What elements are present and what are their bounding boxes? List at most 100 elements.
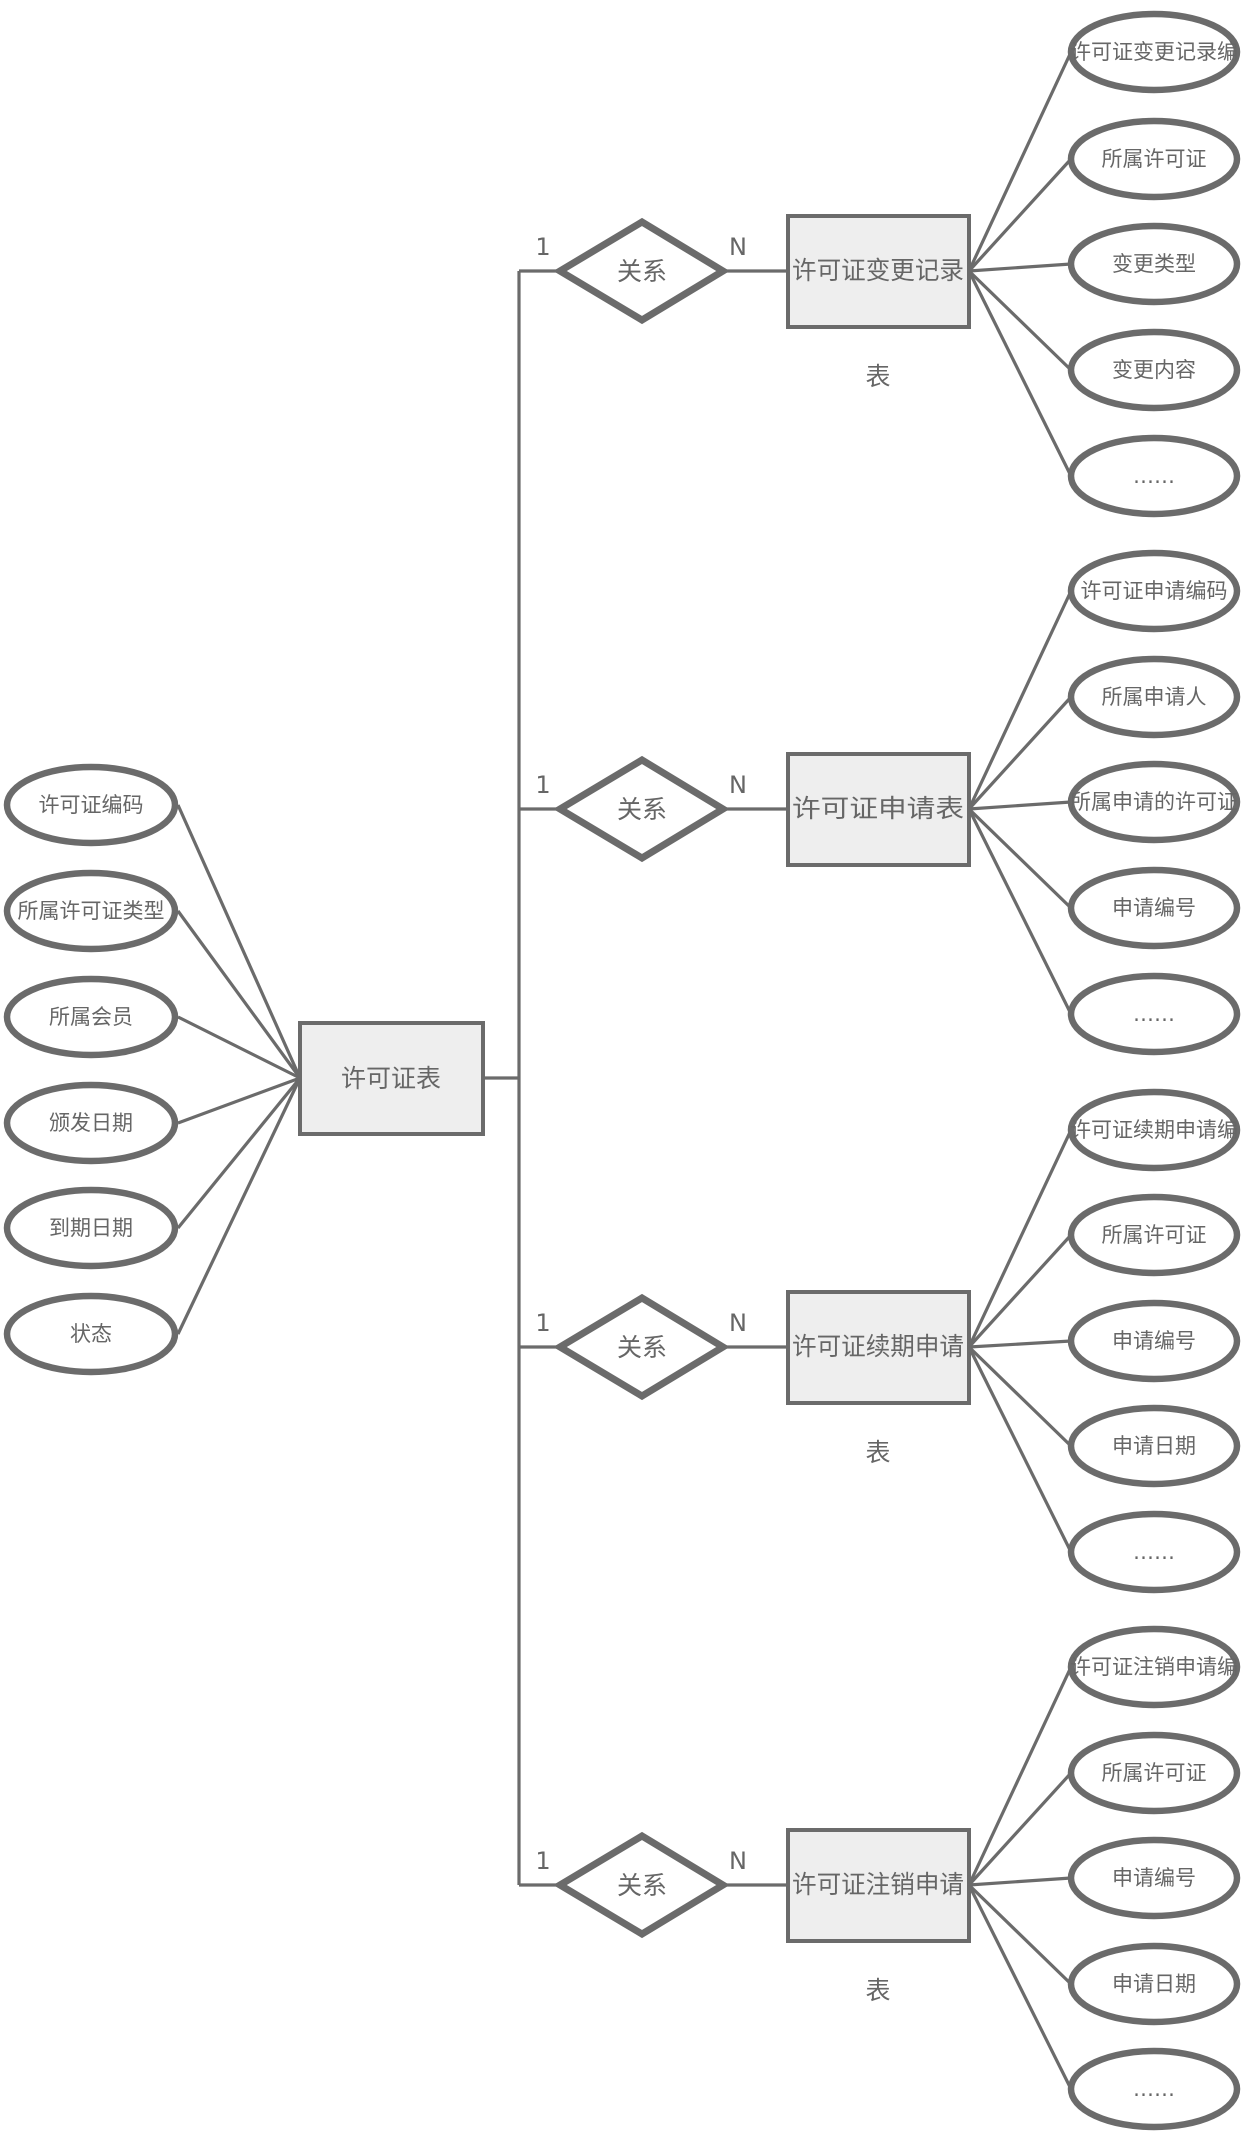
center-attribute-ellipse bbox=[3, 975, 179, 1059]
entity-attribute: 许可证续期申请编 bbox=[967, 1088, 1241, 1348]
entity-attribute: 申请编号 bbox=[968, 1299, 1241, 1383]
entity-attribute-ellipse bbox=[1067, 10, 1241, 94]
entity-attribute: …… bbox=[967, 808, 1241, 1056]
entity-attribute-link bbox=[967, 695, 1073, 811]
relation-diamond-group: 关系 bbox=[553, 217, 730, 325]
entity-attribute-label: 所属申请人 bbox=[1102, 685, 1207, 709]
entity-attribute-link bbox=[967, 1666, 1073, 1886]
center-attribute-link bbox=[177, 1015, 301, 1080]
center-attribute-ellipse bbox=[3, 869, 179, 953]
center-attribute-label: 许可证编码 bbox=[39, 793, 144, 817]
entity-attribute-label: 申请日期 bbox=[1112, 1972, 1196, 1996]
entity-label: 许可证变更记录 bbox=[792, 256, 964, 285]
entity-attribute-label: 变更内容 bbox=[1112, 358, 1196, 382]
entity-attribute-label: 所属许可证 bbox=[1102, 1761, 1207, 1785]
entity-attribute-ellipse bbox=[1067, 2047, 1241, 2131]
center-attribute-label: 到期日期 bbox=[49, 1216, 133, 1240]
entity-attribute-ellipse bbox=[1067, 1088, 1241, 1172]
entity-attribute-link bbox=[967, 157, 1073, 273]
entity-attribute-link bbox=[968, 262, 1072, 273]
entity-attribute: 变更类型 bbox=[968, 222, 1241, 306]
entity-attribute-label: 许可证注销申请编 bbox=[1070, 1655, 1238, 1679]
entity-box bbox=[786, 1290, 971, 1405]
entity-attribute-label: 申请编号 bbox=[1112, 1866, 1196, 1890]
center-attribute-link bbox=[176, 1076, 302, 1230]
center-attribute-label: 颁发日期 bbox=[49, 1111, 133, 1135]
entity-attribute-link bbox=[968, 1876, 1072, 1887]
entity-attribute-link bbox=[967, 1345, 1073, 1448]
entity-attribute: 申请日期 bbox=[967, 1345, 1241, 1488]
relation-label: 关系 bbox=[617, 795, 667, 824]
cardinality-many: N bbox=[729, 1847, 747, 1875]
entity-attribute-ellipse bbox=[1067, 1942, 1241, 2026]
center-attribute: 所属会员 bbox=[3, 975, 301, 1080]
relation-diamond bbox=[553, 1293, 730, 1401]
cardinality-many: N bbox=[729, 1309, 747, 1337]
entity-attribute-link bbox=[967, 590, 1073, 810]
entity-attribute-ellipse bbox=[1067, 1193, 1241, 1277]
center-attribute-link bbox=[176, 1077, 302, 1335]
entity-box bbox=[786, 752, 971, 867]
entity-attribute: …… bbox=[967, 1884, 1241, 2131]
center-attribute-link bbox=[176, 804, 302, 1079]
entity-attribute: 所属许可证 bbox=[967, 117, 1241, 273]
relation-label: 关系 bbox=[617, 1871, 667, 1900]
entity-attribute-ellipse bbox=[1067, 117, 1241, 201]
entity-attribute-label: …… bbox=[1133, 1540, 1175, 1564]
entity-attribute-ellipse bbox=[1067, 1625, 1241, 1709]
center-attribute: 许可证编码 bbox=[3, 763, 302, 1079]
center-attribute: 所属许可证类型 bbox=[3, 869, 302, 1079]
relation-diamond bbox=[553, 755, 730, 863]
entity-attribute-ellipse bbox=[1067, 1510, 1241, 1594]
entity-attribute-label: 申请编号 bbox=[1112, 896, 1196, 920]
center-entity-label: 许可证表 bbox=[341, 1064, 441, 1093]
entity-attribute-link bbox=[967, 270, 1073, 477]
center-attribute-link bbox=[177, 1076, 301, 1125]
center-attribute-label: 所属许可证类型 bbox=[18, 899, 165, 923]
relation-diamond-group: 关系 bbox=[553, 1831, 730, 1939]
entity-attribute-label: 许可证变更记录编 bbox=[1070, 40, 1238, 64]
center-attribute: 到期日期 bbox=[3, 1076, 302, 1270]
entity-attribute-link bbox=[967, 1771, 1073, 1887]
center-attribute-label: 所属会员 bbox=[49, 1005, 133, 1029]
entity-attribute: …… bbox=[967, 270, 1241, 518]
entity-attribute-label: 所属许可证 bbox=[1102, 1223, 1207, 1247]
entity-attribute: 所属申请的许可证 bbox=[968, 760, 1241, 844]
relation-diamond-group: 关系 bbox=[553, 1293, 730, 1401]
entity-attribute-ellipse bbox=[1067, 328, 1241, 412]
entity-label-line2: 表 bbox=[865, 1976, 890, 2005]
relation-label: 关系 bbox=[617, 1333, 667, 1362]
entity-attribute-label: …… bbox=[1133, 1002, 1175, 1026]
entity-attribute-label: 申请编号 bbox=[1112, 1329, 1196, 1353]
entity-attribute-link bbox=[968, 800, 1072, 811]
cardinality-many: N bbox=[729, 771, 747, 799]
entity-attribute-ellipse bbox=[1067, 655, 1241, 739]
center-entity-box bbox=[298, 1021, 485, 1136]
entity-label: 许可证续期申请 bbox=[792, 1332, 964, 1361]
relation-label: 关系 bbox=[617, 257, 667, 286]
entity-attribute-ellipse bbox=[1067, 1404, 1241, 1488]
entity-attribute-label: 许可证申请编码 bbox=[1081, 579, 1228, 603]
entity-attribute: 许可证注销申请编 bbox=[967, 1625, 1241, 1886]
cardinality-one: 1 bbox=[535, 1847, 550, 1875]
entity: 许可证申请表 bbox=[786, 752, 971, 867]
center-attribute: 状态 bbox=[3, 1077, 302, 1376]
entity-attribute-label: 所属申请的许可证 bbox=[1070, 790, 1238, 814]
center-attribute-label: 状态 bbox=[70, 1322, 112, 1346]
entity-attribute-link bbox=[967, 269, 1073, 372]
entity-attribute-link bbox=[967, 808, 1073, 1015]
cardinality-many: N bbox=[729, 233, 747, 261]
entity-attribute: 许可证申请编码 bbox=[967, 549, 1241, 810]
cardinality-one: 1 bbox=[535, 1309, 550, 1337]
entity-attribute-link bbox=[967, 1233, 1073, 1349]
center-entity: 许可证表 bbox=[298, 1021, 485, 1136]
entity-attribute: 所属许可证 bbox=[967, 1193, 1241, 1349]
entity-label: 许可证注销申请 bbox=[792, 1870, 964, 1899]
entity-attribute-ellipse bbox=[1067, 972, 1241, 1056]
entity-attribute-ellipse bbox=[1067, 866, 1241, 950]
